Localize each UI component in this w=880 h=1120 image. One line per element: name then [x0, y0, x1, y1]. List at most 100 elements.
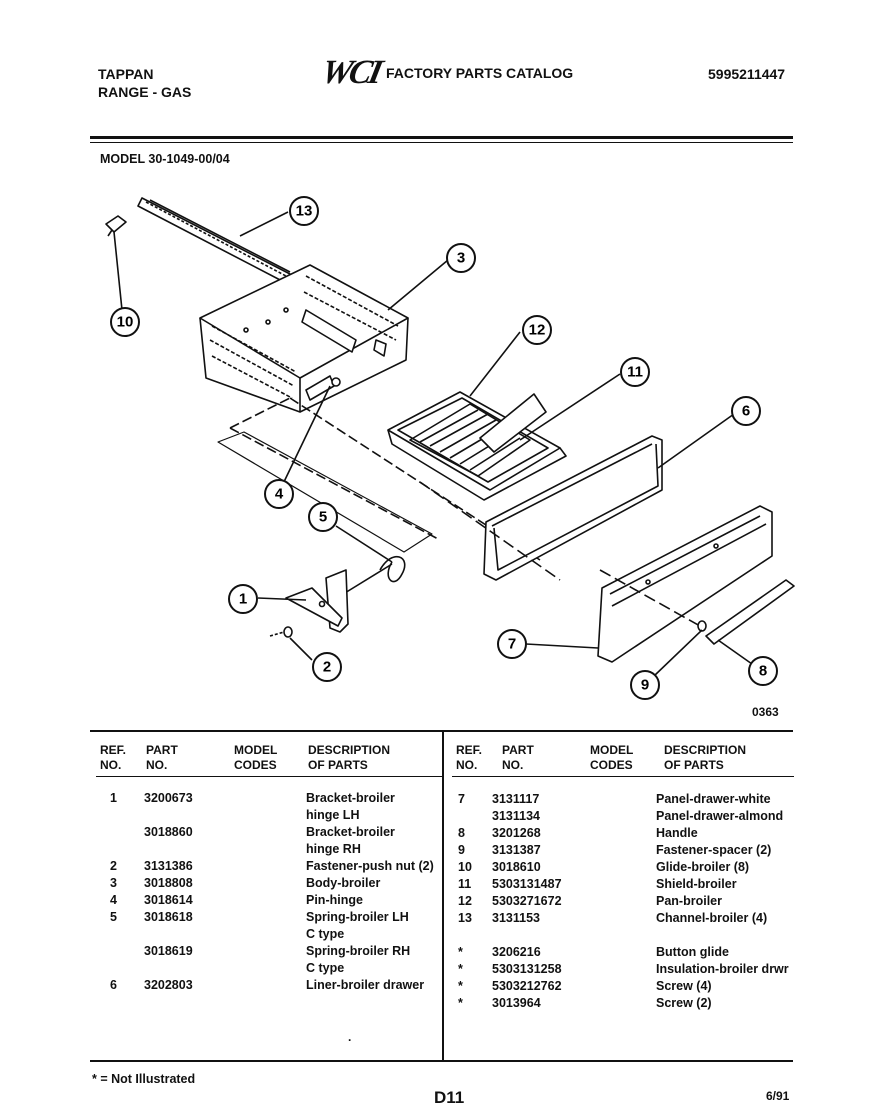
- description-cell: Fastener-push nut (2): [306, 859, 434, 873]
- part-number-cell: 3202803: [144, 978, 193, 992]
- part-number-cell: 3206216: [492, 945, 541, 959]
- part-number-cell: 5303212762: [492, 979, 562, 993]
- part-number-cell: 3201268: [492, 826, 541, 840]
- part-number-cell: 3018610: [492, 860, 541, 874]
- description-cell: hinge RH: [306, 842, 361, 856]
- right-header-ref: REF.NO.: [456, 743, 483, 772]
- callout-5: 5: [308, 502, 338, 532]
- description-cell: Spring-broiler RH: [306, 944, 411, 958]
- description-cell: Handle: [656, 826, 698, 840]
- svg-text:7: 7: [508, 636, 516, 653]
- part-number-cell: 3018618: [144, 910, 193, 924]
- table-divider: [442, 730, 444, 1060]
- callout-9: 9: [630, 670, 660, 700]
- ref-cell: 10: [458, 860, 472, 874]
- table-rule-top: [90, 730, 793, 732]
- model-number: MODEL 30-1049-00/04: [100, 152, 230, 166]
- description-cell: Panel-drawer-almond: [656, 809, 784, 823]
- part-number-cell: 5303131487: [492, 877, 562, 891]
- description-cell: Pin-hinge: [306, 893, 363, 907]
- svg-text:2: 2: [323, 659, 331, 676]
- callout-1: 1: [228, 584, 258, 614]
- svg-text:10: 10: [117, 314, 134, 331]
- product-type: RANGE - GAS: [98, 84, 192, 100]
- ref-cell: 1: [110, 791, 117, 805]
- description-cell: Channel-broiler (4): [656, 911, 768, 925]
- svg-text:5: 5: [319, 509, 327, 526]
- handle-part: [705, 579, 795, 645]
- ref-cell: *: [458, 979, 463, 993]
- svg-text:6: 6: [742, 403, 750, 420]
- ref-cell: 6: [110, 978, 117, 992]
- description-cell: Screw (2): [656, 996, 712, 1010]
- ref-cell: 7: [458, 792, 465, 806]
- ref-cell: 5: [110, 910, 117, 924]
- part-number-cell: 3013964: [492, 996, 541, 1010]
- ref-cell: *: [458, 962, 463, 976]
- svg-text:11: 11: [627, 364, 643, 381]
- table-rule-bottom: [90, 1060, 793, 1062]
- description-cell: Spring-broiler LH: [306, 910, 409, 924]
- panel-drawer-part: [597, 505, 773, 663]
- callout-11: 11: [620, 357, 650, 387]
- catalog-date: 6/91: [766, 1089, 790, 1103]
- callout-6: 6: [731, 396, 761, 426]
- part-number-cell: 3131153: [492, 911, 540, 925]
- svg-text:4: 4: [275, 486, 284, 503]
- page-number: D11: [434, 1088, 465, 1107]
- pan-broiler-part: [387, 391, 567, 501]
- exploded-parts-diagram: 13 3 10 12 11 6 4 5 1 2 7 9 8: [105, 196, 795, 700]
- ref-cell: 8: [458, 826, 465, 840]
- callout-8: 8: [748, 656, 778, 686]
- ref-cell: *: [458, 996, 463, 1010]
- fastener-push-nut-part: [269, 626, 293, 638]
- spring-broiler-part: [339, 555, 406, 597]
- left-header-rule: [96, 776, 442, 777]
- svg-text:12: 12: [529, 322, 546, 339]
- part-number-cell: 3131386: [144, 859, 193, 873]
- description-cell: Panel-drawer-white: [656, 792, 771, 806]
- part-number-cell: 3131134: [492, 809, 540, 823]
- callout-4: 4: [264, 479, 294, 509]
- callout-2: 2: [312, 652, 342, 682]
- channel-broiler-part: [137, 197, 291, 283]
- shield-broiler-part: [479, 393, 547, 453]
- brand-name: TAPPAN: [98, 66, 154, 82]
- description-cell: Screw (4): [656, 979, 712, 993]
- part-number-cell: 3018614: [144, 893, 193, 907]
- ref-cell: 3: [110, 876, 117, 890]
- part-number-cell: 3018808: [144, 876, 193, 890]
- part-number-cell: 3131117: [492, 792, 540, 806]
- description-cell: Liner-broiler drawer: [306, 978, 425, 992]
- callout-13: 13: [289, 196, 319, 226]
- description-cell: C type: [306, 961, 345, 975]
- svg-text:9: 9: [641, 677, 649, 694]
- catalog-title: FACTORY PARTS CATALOG: [386, 65, 574, 81]
- ref-cell: 4: [110, 893, 117, 907]
- header-rule-top: [90, 136, 793, 139]
- description-cell: Insulation-broiler drwr: [656, 962, 789, 976]
- part-number-cell: 5303271672: [492, 894, 562, 908]
- description-cell: Shield-broiler: [656, 877, 737, 891]
- part-number-cell: 5303131258: [492, 962, 562, 976]
- part-number-cell: 3131387: [492, 843, 541, 857]
- body-broiler-part: [199, 264, 409, 413]
- svg-text:3: 3: [457, 250, 465, 267]
- ref-cell: *: [458, 945, 463, 959]
- glide-broiler-part: [105, 215, 127, 237]
- callout-10: 10: [110, 307, 140, 337]
- description-cell: hinge LH: [306, 808, 360, 822]
- callout-12: 12: [522, 315, 552, 345]
- ref-cell: 13: [458, 911, 472, 925]
- diagram-code: 0363: [752, 705, 779, 719]
- wci-logo: WCI: [318, 54, 384, 91]
- left-header-ref: REF.NO.: [100, 743, 127, 772]
- bracket-broiler-hinge-part: [285, 569, 349, 633]
- callout-3: 3: [446, 243, 476, 273]
- svg-text:8: 8: [759, 663, 767, 680]
